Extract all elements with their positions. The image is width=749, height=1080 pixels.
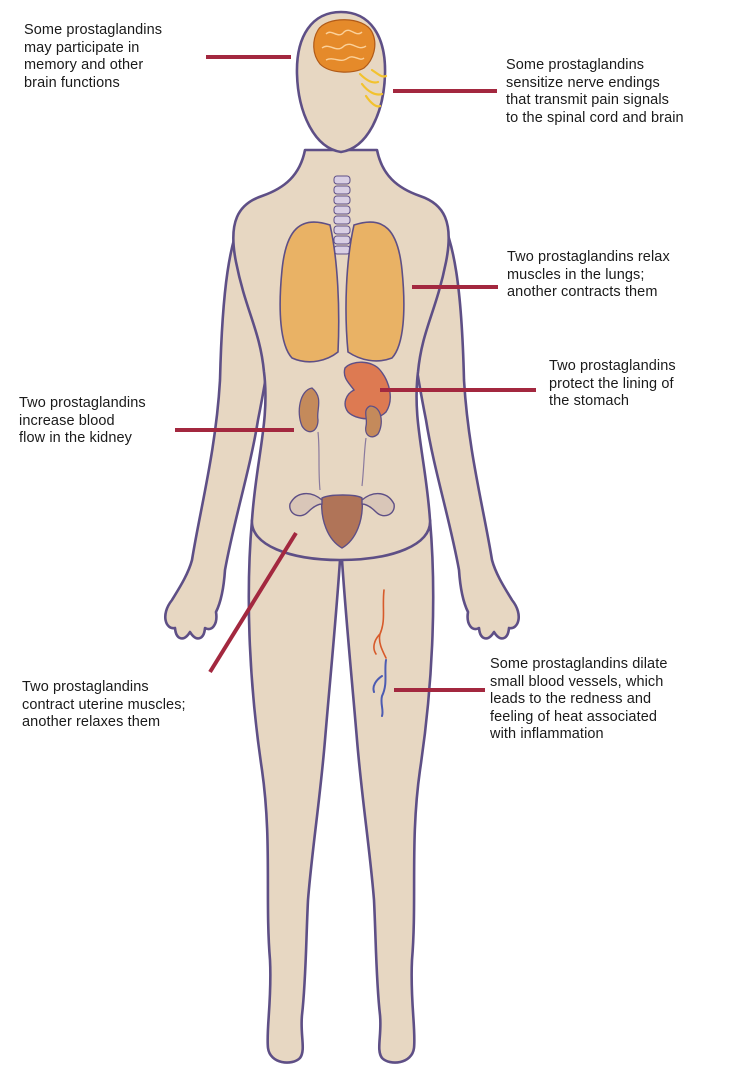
annotation-lung-muscles: Two prostaglandins relax muscles in the …	[507, 249, 737, 302]
annotation-nerve-endings: Some prostaglandins sensitize nerve endi…	[506, 57, 746, 127]
annotation-stomach-lining: Two prostaglandins protect the lining of…	[549, 358, 744, 411]
right-lung	[346, 222, 404, 361]
annotation-blood-vessels: Some prostaglandins dilate small blood v…	[490, 656, 740, 744]
right-kidney	[366, 406, 382, 437]
left-lung	[280, 222, 339, 362]
right-leg	[342, 520, 433, 1063]
annotation-brain-functions: Some prostaglandins may participate in m…	[24, 22, 224, 92]
annotation-uterine-muscles: Two prostaglandins contract uterine musc…	[22, 679, 272, 732]
annotation-kidney-blood-flow: Two prostaglandins increase blood flow i…	[19, 395, 199, 448]
left-leg	[249, 520, 340, 1063]
